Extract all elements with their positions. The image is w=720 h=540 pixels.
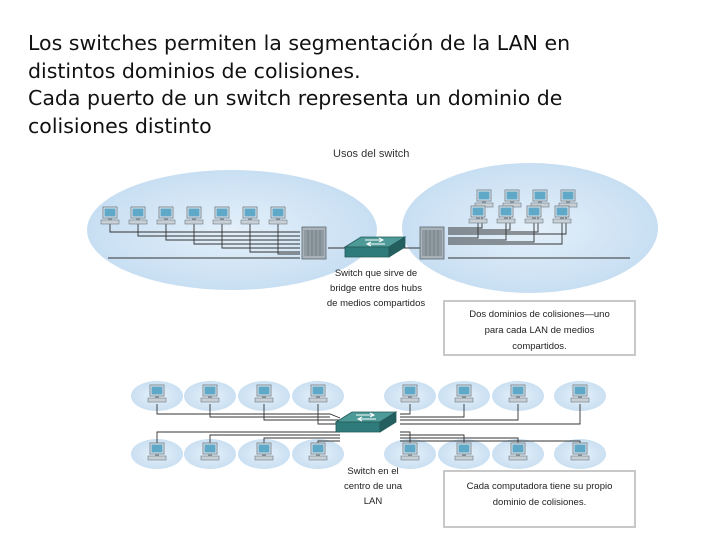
- computer-icon: [400, 384, 420, 403]
- computer-icon: [496, 205, 516, 224]
- collision-domain-right: [402, 163, 658, 293]
- hub-icon: [419, 226, 445, 260]
- computer-icon: [502, 189, 522, 208]
- computer-icon: [268, 206, 288, 225]
- computer-icon: [200, 442, 220, 461]
- computer-icon: [454, 442, 474, 461]
- computer-icon: [508, 384, 528, 403]
- heading-line-1: Los switches permiten la segmentación de…: [28, 31, 571, 55]
- heading-line-3: Cada puerto de un switch representa un d…: [28, 86, 563, 110]
- computer-icon: [400, 442, 420, 461]
- heading-line-2: distintos dominios de colisiones.: [28, 58, 361, 83]
- bottom-note-box: Cada computadora tiene su propio dominio…: [443, 470, 636, 528]
- heading-line-4: colisiones distinto: [28, 113, 212, 138]
- computer-icon: [530, 189, 550, 208]
- computer-icon: [254, 442, 274, 461]
- computer-icon: [128, 206, 148, 225]
- computer-icon: [240, 206, 260, 225]
- computer-icon: [254, 384, 274, 403]
- computer-icon: [156, 206, 176, 225]
- computer-icon: [558, 189, 578, 208]
- top-note-box: Dos dominios de colisiones—uno para cada…: [443, 300, 636, 356]
- hub-icon: [301, 226, 327, 260]
- switch-icon: [335, 411, 397, 433]
- computer-icon: [454, 384, 474, 403]
- computer-icon: [308, 442, 328, 461]
- computer-icon: [212, 206, 232, 225]
- slide-heading: Los switches permiten la segmentación de…: [28, 30, 708, 140]
- computer-icon: [147, 442, 167, 461]
- computer-icon: [570, 442, 590, 461]
- collision-domain-left: [87, 170, 377, 290]
- computer-icon: [474, 189, 494, 208]
- computer-icon: [147, 384, 167, 403]
- computer-icon: [468, 205, 488, 224]
- computer-icon: [524, 205, 544, 224]
- bottom-switch-caption: Switch en el centro de una LAN: [343, 466, 403, 507]
- diagram-title: Usos del switch: [333, 148, 410, 160]
- top-switch-caption: Switch que sirve de bridge entre dos hub…: [326, 268, 426, 309]
- computer-icon: [200, 384, 220, 403]
- computer-icon: [552, 205, 572, 224]
- computer-icon: [570, 384, 590, 403]
- computer-icon: [184, 206, 204, 225]
- left-lan-cabling: [108, 222, 352, 259]
- computer-icon: [308, 384, 328, 403]
- computer-icon: [100, 206, 120, 225]
- computer-icon: [508, 442, 528, 461]
